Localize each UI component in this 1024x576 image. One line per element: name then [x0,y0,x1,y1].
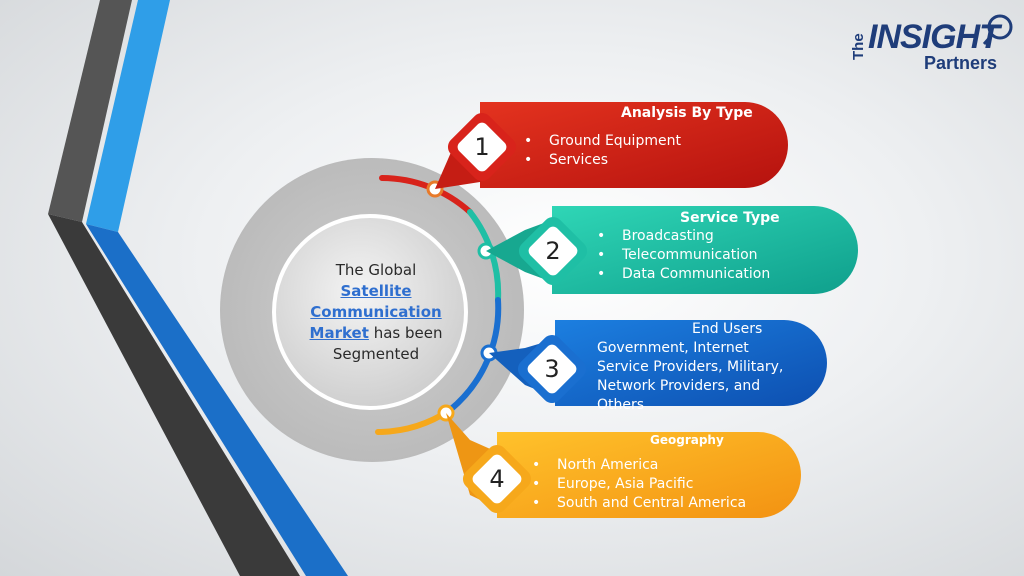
list-item: Europe, Asia Pacific [532,475,746,494]
segment-4-title: Geography [650,433,724,447]
segment-3-number: 3 [544,355,560,383]
company-logo: The INSIGHT Partners [848,14,1018,78]
left-stripes [48,0,348,576]
logo-insight-text: INSIGHT [868,18,1000,56]
segment-3-text: Government, Internet Service Providers, … [597,340,784,413]
segment-2-title: Service Type [680,210,780,226]
center-line-2: has been Segmented [332,324,443,363]
list-item: South and Central America [532,494,746,513]
segment-3-title: End Users [692,321,763,337]
segment-1-number: 1 [474,133,490,161]
logo-the-text: The [850,33,867,60]
list-item: Telecommunication [597,246,770,265]
segment-4-number: 4 [489,465,505,493]
list-item: Data Communication [597,265,770,284]
segment-2-list: Broadcasting Telecommunication Data Comm… [597,227,770,284]
list-item: Ground Equipment [524,132,681,151]
logo-magnifier-icon [982,14,1013,45]
segment-1-list: Ground Equipment Services [524,132,681,170]
segment-1-title: Analysis By Type [621,105,753,121]
center-line-1: The Global [335,261,417,279]
center-heading: The Global Satellite Communication Marke… [284,260,468,365]
segment-4-list: North America Europe, Asia Pacific South… [532,456,746,513]
list-item: North America [532,456,746,475]
list-item: Broadcasting [597,227,770,246]
list-item: Services [524,151,681,170]
segment-2-number: 2 [545,237,561,265]
logo-partners-text: Partners [924,53,998,73]
market-link[interactable]: Satellite Communication Market [309,282,442,342]
inner-circle [272,214,468,410]
card-3-shape [489,320,827,406]
